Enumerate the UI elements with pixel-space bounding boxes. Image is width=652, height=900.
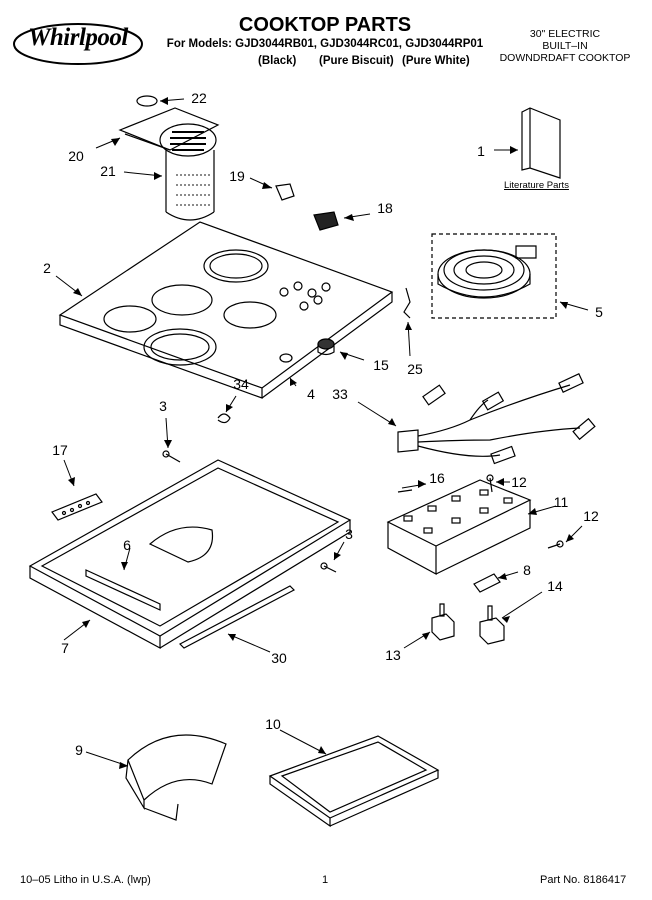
part-11-control-box <box>386 479 532 576</box>
part-17-terminal-block <box>51 493 103 521</box>
part-34-clip <box>217 413 231 424</box>
callout-30: 30 <box>271 650 287 666</box>
part-18-knob <box>313 211 339 231</box>
callout-1: 1 <box>477 143 485 159</box>
callout-22: 22 <box>191 90 207 106</box>
callout-33: 33 <box>332 386 348 402</box>
callout-7: 7 <box>61 640 69 656</box>
part-14-switch <box>479 605 505 645</box>
spec-line-3: DOWNDRDAFT COOKTOP <box>499 52 631 64</box>
callout-6: 6 <box>123 537 131 553</box>
part-12-screw-a <box>486 474 494 493</box>
leader-arrowheads <box>68 97 574 769</box>
part-2-cooktop-glass <box>58 221 394 399</box>
part-3-screw-b <box>320 562 337 573</box>
part-8-label <box>473 573 501 593</box>
part-25-bracket <box>403 287 411 319</box>
variant-pure-biscuit: (Pure Biscuit) <box>319 55 394 67</box>
callout-9: 9 <box>75 742 83 758</box>
part-3-screw-a <box>162 450 181 463</box>
part-21-vent-grille <box>159 123 217 221</box>
part-7-base-pan <box>28 459 352 650</box>
leader-lines <box>55 98 589 767</box>
part-9-shield <box>125 734 227 821</box>
part-6-channel <box>85 569 161 611</box>
brand-name: Whirlpool <box>28 24 128 51</box>
part-12-screw-b <box>547 540 564 549</box>
callout-18: 18 <box>377 200 393 216</box>
callout-3-top: 3 <box>159 398 167 414</box>
callout-14: 14 <box>547 578 563 594</box>
callout-11: 11 <box>553 494 569 510</box>
footer-part-number: Part No. 8186417 <box>540 874 627 886</box>
variant-black: (Black) <box>258 55 297 67</box>
whirlpool-logo: Whirlpool <box>12 20 144 68</box>
part-30-strip <box>179 585 295 649</box>
spec-line-1: 30" ELECTRIC <box>529 28 601 40</box>
part-13-switch <box>431 603 455 641</box>
part-5-radiant-element <box>431 233 557 319</box>
callout-19: 19 <box>229 168 245 184</box>
footer-page-number: 1 <box>322 874 329 886</box>
callout-13: 13 <box>385 647 401 663</box>
variant-pure-white: (Pure White) <box>402 55 470 67</box>
callout-25: 25 <box>407 361 423 377</box>
part-15-grommet <box>317 338 335 356</box>
callout-16: 16 <box>429 470 445 486</box>
callout-34: 34 <box>233 376 249 392</box>
callout-5: 5 <box>595 304 603 320</box>
part-22-badge <box>136 95 158 107</box>
callout-2: 2 <box>43 260 51 276</box>
footer-litho: 10–05 Litho in U.S.A. (lwp) <box>20 874 151 886</box>
callout-3-right: 3 <box>345 526 353 542</box>
literature-parts-label: Literature Parts <box>504 180 569 191</box>
callout-12-top: 12 <box>511 474 527 490</box>
part-10-tray <box>268 735 440 828</box>
logo-swoosh <box>13 23 143 65</box>
callout-21: 21 <box>100 163 116 179</box>
callout-15: 15 <box>373 357 389 373</box>
callout-8: 8 <box>523 562 531 578</box>
part-33-wire-harness <box>397 373 596 465</box>
part-19-knob <box>275 183 295 201</box>
model-list: For Models: GJD3044RB01, GJD3044RC01, GJ… <box>166 38 484 50</box>
callout-20: 20 <box>68 148 84 164</box>
part-16-wire <box>397 489 413 493</box>
page-title: COOKTOP PARTS <box>238 14 412 36</box>
callout-4: 4 <box>307 386 315 402</box>
spec-line-2: BUILT–IN <box>542 40 588 52</box>
part-4-spacer <box>279 353 293 363</box>
callout-10: 10 <box>265 716 281 732</box>
callout-17: 17 <box>52 442 68 458</box>
part-1-literature <box>521 107 561 179</box>
callout-12-right: 12 <box>583 508 599 524</box>
